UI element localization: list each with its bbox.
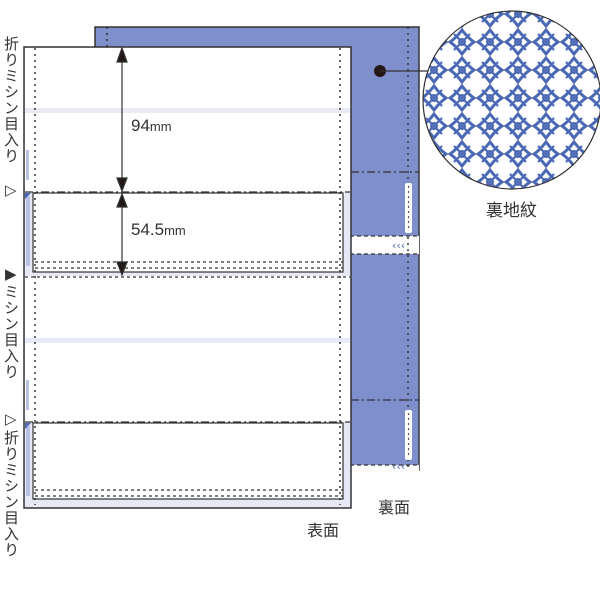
front-sheet bbox=[23, 46, 352, 509]
fold-marker-bottom-icon: ▷ bbox=[5, 410, 17, 428]
pattern-label: 裏地紋 bbox=[486, 201, 537, 221]
perforation-marker-icon: ▶ bbox=[5, 265, 17, 283]
back-side-label: 裏面 bbox=[378, 498, 411, 517]
svg-text:‹‹‹: ‹‹‹ bbox=[392, 239, 405, 252]
front-side-label: 表面 bbox=[307, 521, 340, 540]
perforation-label-middle: ミシン目入り bbox=[2, 284, 20, 380]
pattern-callout bbox=[374, 65, 432, 77]
dimension-unit: mm bbox=[149, 119, 172, 134]
ground-pattern-swatch bbox=[422, 10, 600, 190]
fold-perforation-label-bottom: 折りミシン目入り bbox=[2, 430, 20, 558]
dimension-unit: mm bbox=[164, 223, 186, 238]
fold-marker-top-icon: ▷ bbox=[5, 181, 17, 199]
svg-text:‹‹‹: ‹‹‹ bbox=[392, 460, 405, 473]
dimension-value: 54.5 bbox=[131, 220, 165, 239]
dimension-94mm: 94mm bbox=[131, 116, 172, 136]
dimension-value: 94 bbox=[131, 116, 150, 135]
dimension-arrows bbox=[116, 46, 128, 277]
dimension-54-5mm: 54.5mm bbox=[131, 220, 186, 240]
fold-perforation-label-top: 折りミシン目入り bbox=[2, 36, 20, 164]
